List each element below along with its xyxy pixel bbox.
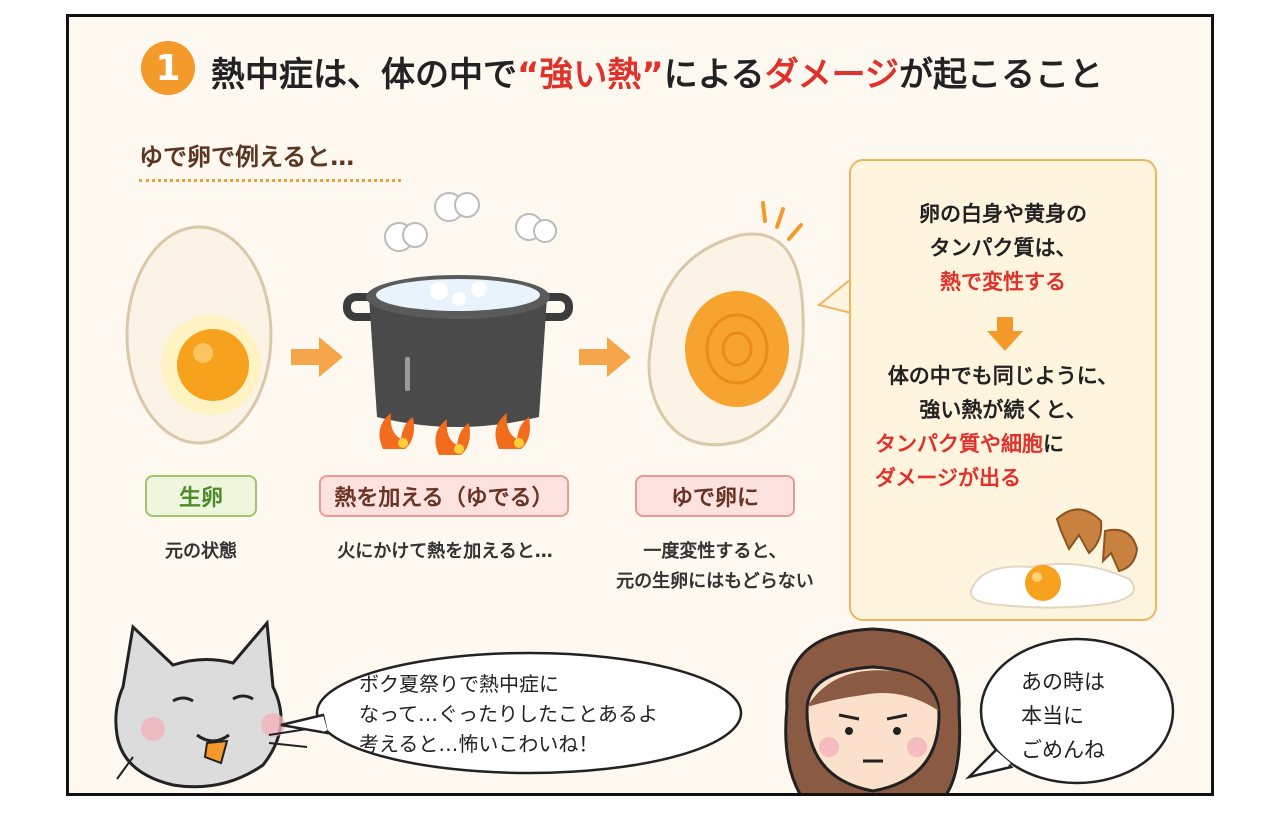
raw-egg-icon xyxy=(125,225,273,445)
title-highlight: “強い熱” xyxy=(517,55,664,95)
dotted-divider xyxy=(139,179,401,182)
boiling-pot-icon xyxy=(343,192,573,455)
info-line-red: ダメージが出る xyxy=(875,466,1021,490)
woman-dialog: あの時は 本当に ごめんね xyxy=(1021,670,1105,762)
info-line: 強い熱が続くと、 xyxy=(919,398,1087,422)
label-heat: 熱を加える（ゆでる） xyxy=(319,475,569,517)
cracked-egg-icon xyxy=(969,508,1139,609)
step-number-badge: 1 xyxy=(141,41,195,95)
page-title: 熱中症は、体の中で“強い熱”によるダメージが起こること xyxy=(211,55,1103,95)
cat-character xyxy=(114,619,308,789)
arrow-down-icon xyxy=(987,317,1023,351)
cat-dialog: ボク夏祭りで熱中症に なって…ぐったりしたことあるよ 考えると…怖いこわいね！ xyxy=(359,672,658,756)
arrow-right-icon xyxy=(579,337,631,377)
info-box: 卵の白身や黄身の タンパク質は、 熱で変性する 体の中でも同じように、 強い熱が… xyxy=(849,159,1157,621)
info-pointer xyxy=(816,276,853,315)
info-line: 卵の白身や黄身の xyxy=(919,202,1087,226)
info-line: タンパク質は、 xyxy=(929,236,1077,260)
boiled-egg-icon xyxy=(647,201,805,447)
comic-panel: 1 熱中症は、体の中で“強い熱”によるダメージが起こること ゆで卵で例えると… xyxy=(66,14,1214,796)
title-red-word: ダメージ xyxy=(764,55,899,95)
subheading: ゆで卵で例えると… xyxy=(139,143,355,171)
label-boiled-egg: ゆで卵に xyxy=(635,475,795,517)
arrow-right-icon xyxy=(291,337,343,377)
woman-character xyxy=(784,627,962,793)
caption-boiled-egg: 一度変性すると、 元の生卵にはもどらない xyxy=(616,541,814,592)
label-raw-egg: 生卵 xyxy=(145,475,257,517)
cat-speech-bubble xyxy=(280,651,743,775)
caption-heat: 火にかけて熱を加えると… xyxy=(337,541,553,562)
info-line-red: 熱で変性する xyxy=(940,270,1066,294)
info-line: 体の中でも同じように、 xyxy=(887,364,1119,388)
woman-speech-bubble xyxy=(964,637,1175,785)
info-line-red: タンパク質や細胞に xyxy=(875,432,1064,456)
caption-raw-egg: 元の状態 xyxy=(165,541,237,562)
